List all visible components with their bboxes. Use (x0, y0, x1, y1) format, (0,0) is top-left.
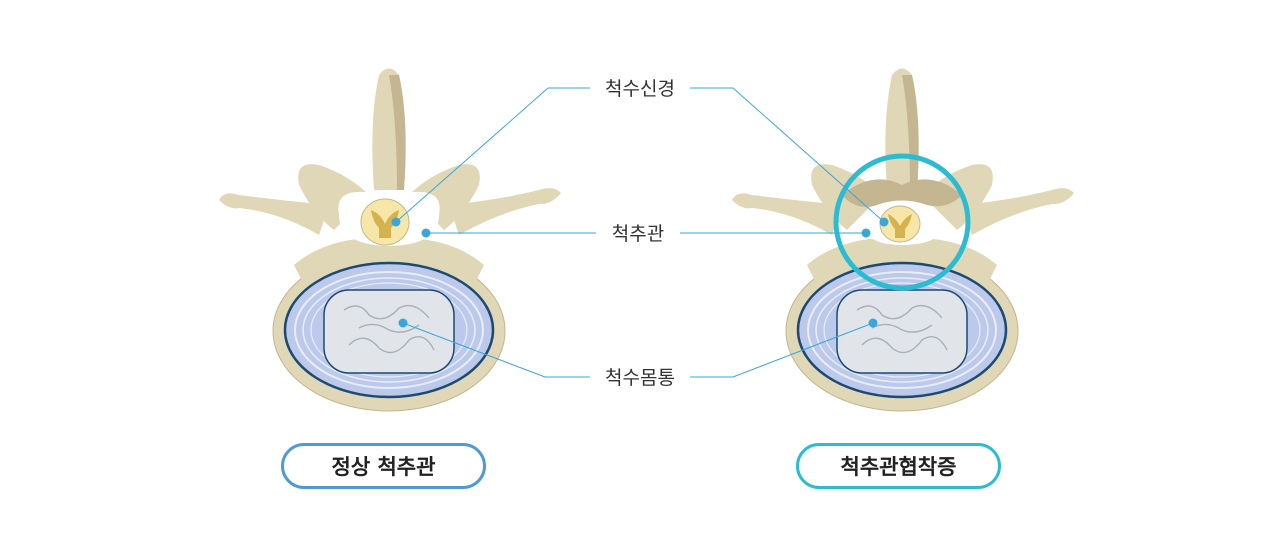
stenosis-highlight-circle (833, 153, 971, 291)
caption-normal: 정상 척추관 (281, 443, 486, 489)
caption-stenosis-text: 척추관협착증 (840, 455, 957, 479)
stenosis-vertebra (730, 67, 1076, 413)
label-vertebral-body: 척수몸통 (605, 367, 675, 389)
normal-vertebra (217, 67, 563, 413)
caption-stenosis: 척추관협착증 (796, 443, 1001, 489)
caption-normal-text: 정상 척추관 (331, 455, 436, 479)
leader-dots-right (861, 217, 889, 328)
leader-lines-left (395, 87, 596, 378)
label-spinal-nerve: 척수신경 (605, 78, 675, 100)
leader-dots-left (391, 217, 431, 328)
spinal-cord (360, 198, 410, 246)
leader-lines-right (680, 87, 885, 378)
label-spinal-canal: 척추관 (612, 223, 664, 245)
